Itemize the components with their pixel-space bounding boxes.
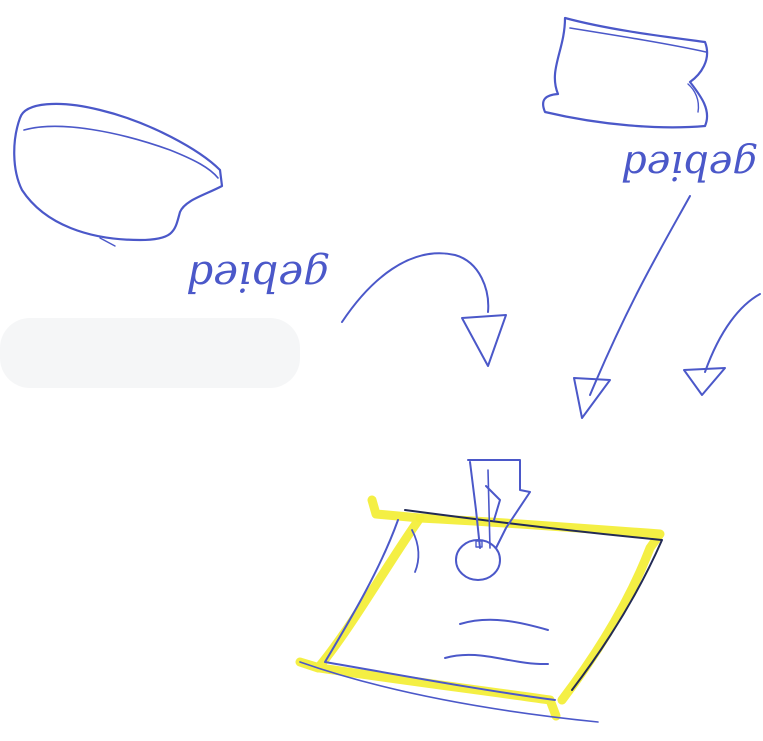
arrow-curved-right [683, 293, 761, 396]
map-sheet [295, 495, 665, 723]
area-shape-right [542, 16, 709, 129]
lens-circle [455, 539, 501, 581]
area-shape-left [13, 102, 224, 247]
label-gebied-right: gebied [621, 142, 758, 188]
label-gebied-left: gebied [186, 252, 330, 301]
arrow-curved-left [341, 252, 507, 367]
scan-smudge [0, 318, 300, 388]
arrow-diagonal-right [573, 195, 691, 419]
device-pointer [455, 459, 531, 581]
